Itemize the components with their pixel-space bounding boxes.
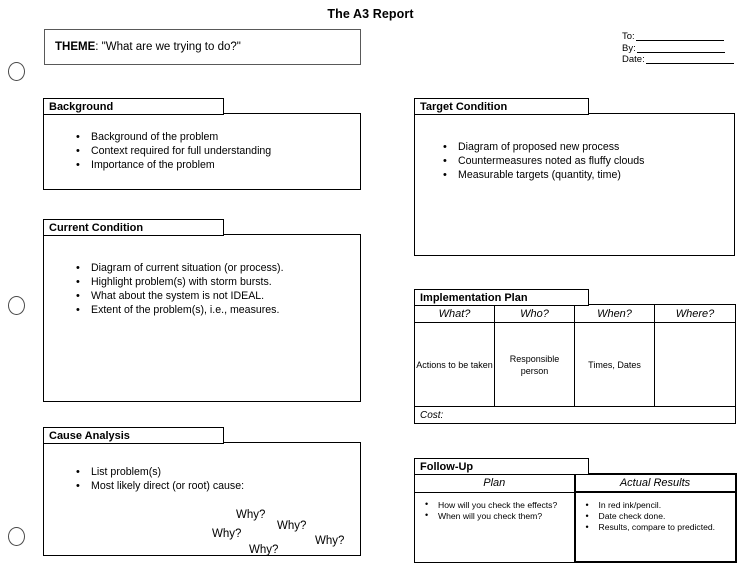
cell-where[interactable] [654, 322, 736, 407]
meta-block: To: By: Date: [622, 31, 734, 66]
column-header-plan: Plan [414, 473, 575, 493]
list-item: In red ink/pencil. [586, 500, 731, 511]
list-item: Context required for full understanding [76, 144, 354, 158]
list-item: Date check done. [586, 511, 731, 522]
panel-tab-follow-up: Follow-Up [414, 458, 589, 475]
meta-label-by: By: [622, 42, 636, 54]
panel-tab-current-condition: Current Condition [43, 219, 224, 236]
hole-punch-middle-icon [8, 296, 25, 315]
why-label-5: Why? [315, 535, 345, 547]
list-item: Extent of the problem(s), i.e., measures… [76, 303, 354, 317]
panel-body-target-condition[interactable]: Diagram of proposed new process Counterm… [414, 113, 735, 256]
cell-cost[interactable]: Cost: [414, 406, 736, 424]
panel-background: Background Background of the problem Con… [43, 98, 361, 190]
panel-target-condition: Target Condition Diagram of proposed new… [414, 98, 735, 256]
meta-row-by[interactable]: By: [622, 43, 734, 55]
meta-label-date: Date: [622, 54, 645, 65]
meta-rule-to [635, 40, 724, 41]
list-item: Results, compare to predicted. [586, 522, 731, 533]
table-row-cost: Cost: [414, 406, 736, 424]
target-condition-list: Diagram of proposed new process Counterm… [443, 140, 728, 182]
list-item: Measurable targets (quantity, time) [443, 168, 728, 182]
why-label-3: Why? [212, 528, 242, 540]
why-label-2: Why? [277, 520, 307, 532]
table-row-header: What? Who? When? Where? [414, 304, 736, 323]
column-header-actual-results: Actual Results [573, 473, 737, 493]
theme-text: THEME: "What are we trying to do?" [45, 41, 241, 53]
list-item: Importance of the problem [76, 158, 354, 172]
table-row: How will you check the effects? When wil… [414, 491, 737, 563]
plan-content: How will you check the effects? When wil… [415, 493, 574, 522]
list-item: When will you check them? [425, 510, 570, 522]
column-header-who: Who? [494, 304, 575, 323]
hole-punch-bottom-icon [8, 527, 25, 546]
actual-results-content: In red ink/pencil. Date check done. Resu… [576, 493, 735, 533]
why-label-1: Why? [236, 509, 266, 521]
why-label-4: Why? [249, 544, 279, 556]
actual-results-list: In red ink/pencil. Date check done. Resu… [586, 500, 731, 533]
column-header-what: What? [414, 304, 495, 323]
list-item: Diagram of current situation (or process… [76, 261, 354, 275]
panel-body-cause-analysis[interactable]: List problem(s) Most likely direct (or r… [43, 442, 361, 556]
column-header-where: Where? [654, 304, 736, 323]
hole-punch-top-icon [8, 62, 25, 81]
cell-actual-results[interactable]: In red ink/pencil. Date check done. Resu… [573, 491, 737, 563]
panel-tab-implementation-plan: Implementation Plan [414, 289, 589, 306]
theme-value: : "What are we trying to do?" [95, 41, 241, 53]
list-item: List problem(s) [76, 465, 354, 479]
list-item: What about the system is not IDEAL. [76, 289, 354, 303]
table-row-header: Plan Actual Results [414, 473, 737, 493]
panel-tab-background: Background [43, 98, 224, 115]
cause-analysis-list: List problem(s) Most likely direct (or r… [76, 465, 354, 493]
list-item: Diagram of proposed new process [443, 140, 728, 154]
meta-rule-date [645, 63, 734, 64]
plan-list: How will you check the effects? When wil… [425, 499, 570, 522]
list-item: Background of the problem [76, 130, 354, 144]
meta-label-to: To: [622, 31, 635, 42]
page-title: The A3 Report [327, 7, 414, 21]
panel-body-current-condition[interactable]: Diagram of current situation (or process… [43, 234, 361, 402]
meta-rule-by [636, 51, 725, 53]
panel-tab-target-condition: Target Condition [414, 98, 589, 115]
panel-cause-analysis: Cause Analysis List problem(s) Most like… [43, 427, 361, 556]
follow-up-table[interactable]: Plan Actual Results How will you check t… [414, 473, 737, 563]
panel-body-background[interactable]: Background of the problem Context requir… [43, 113, 361, 190]
list-item: Highlight problem(s) with storm bursts. [76, 275, 354, 289]
table-row: Actions to be taken Responsible person T… [414, 322, 736, 407]
background-list: Background of the problem Context requir… [76, 130, 354, 172]
theme-label: THEME [55, 41, 96, 53]
current-condition-list: Diagram of current situation (or process… [76, 261, 354, 317]
cell-what[interactable]: Actions to be taken [414, 322, 495, 407]
list-item: How will you check the effects? [425, 499, 570, 511]
panel-implementation-plan: Implementation Plan What? Who? When? Whe… [414, 289, 736, 424]
column-header-when: When? [574, 304, 655, 323]
cell-who[interactable]: Responsible person [494, 322, 575, 407]
list-item: Countermeasures noted as fluffy clouds [443, 154, 728, 168]
list-item: Most likely direct (or root) cause: [76, 479, 354, 493]
panel-tab-cause-analysis: Cause Analysis [43, 427, 224, 444]
panel-current-condition: Current Condition Diagram of current sit… [43, 219, 361, 402]
panel-follow-up: Follow-Up Plan Actual Results How will y… [414, 458, 737, 563]
meta-row-date[interactable]: Date: [622, 54, 734, 66]
theme-box[interactable]: THEME: "What are we trying to do?" [44, 29, 361, 65]
cell-when[interactable]: Times, Dates [574, 322, 655, 407]
meta-row-to[interactable]: To: [622, 31, 734, 43]
implementation-plan-table[interactable]: What? Who? When? Where? Actions to be ta… [414, 304, 736, 424]
cell-plan[interactable]: How will you check the effects? When wil… [414, 491, 575, 563]
